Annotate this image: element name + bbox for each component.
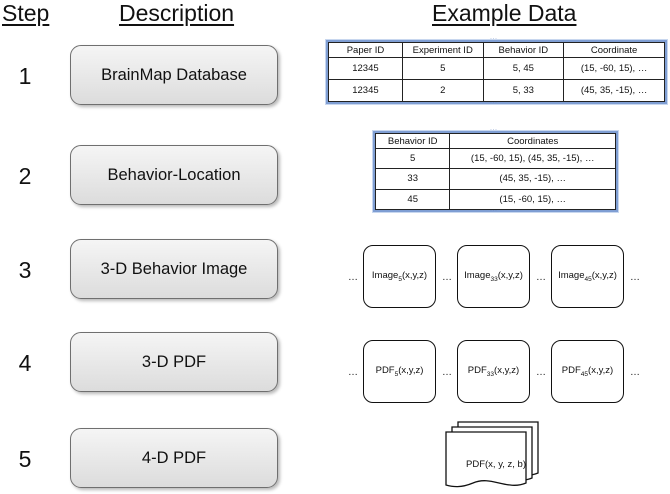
step-box-label: 3-D Behavior Image xyxy=(100,259,248,278)
table-cell: 12345 xyxy=(328,79,403,102)
image-label: Image45(x,y,z) xyxy=(558,270,617,283)
step-box-3d-pdf: 3-D PDF xyxy=(70,332,278,392)
example-data-header: Example Data xyxy=(432,0,577,26)
step-number-1: 1 xyxy=(18,63,32,89)
step-box-label: Behavior-Location xyxy=(107,165,241,184)
pdf-4d-label: PDF(x, y, z, b) xyxy=(466,459,526,470)
pdf-label: PDF33(x,y,z) xyxy=(467,365,520,378)
table-row: 33 (45, 35, -15), … xyxy=(374,168,616,190)
table-header-cell: Experiment ID xyxy=(401,42,484,58)
table-resize-handle: ··· xyxy=(490,208,498,214)
table-header-cell: Behavior ID xyxy=(482,42,565,58)
brainmap-table: Paper ID Experiment ID Behavior ID Coord… xyxy=(326,40,667,104)
table-header-row: Paper ID Experiment ID Behavior ID Coord… xyxy=(328,42,665,58)
pdf-label: PDF45(x,y,z) xyxy=(561,365,614,378)
image-label: Image33(x,y,z) xyxy=(464,270,523,283)
table-cell: 5, 33 xyxy=(482,79,565,102)
ellipsis: … xyxy=(630,272,640,283)
image-label: Image5(x,y,z) xyxy=(371,270,428,283)
step-number-4: 4 xyxy=(18,350,32,376)
table-header-cell: Behavior ID xyxy=(374,133,451,149)
step-number-5: 5 xyxy=(18,446,32,472)
table-cell: 2 xyxy=(401,79,484,102)
table-header-row: Behavior ID Coordinates xyxy=(374,133,616,149)
step-box-label: BrainMap Database xyxy=(101,65,247,84)
pdf-box-33: PDF33(x,y,z) xyxy=(457,340,530,403)
step-box-4d-pdf: 4-D PDF xyxy=(70,428,278,488)
ellipsis: … xyxy=(536,367,546,378)
table-cell: 5 xyxy=(401,57,484,80)
step-box-3d-behavior-image: 3-D Behavior Image xyxy=(70,239,278,299)
ellipsis: … xyxy=(348,367,358,378)
behavior-location-table: Behavior ID Coordinates 5 (15, -60, 15),… xyxy=(373,131,618,212)
table-cell: (45, 35, -15), … xyxy=(449,168,616,190)
pdf-box-5: PDF5(x,y,z) xyxy=(363,340,436,403)
table-cell: 5, 45 xyxy=(482,57,565,80)
table-row: 5 (15, -60, 15), (45, 35, -15), … xyxy=(374,147,616,170)
pdf-box-45: PDF45(x,y,z) xyxy=(551,340,624,403)
pdf-label: PDF5(x,y,z) xyxy=(375,365,424,378)
stacked-documents-icon xyxy=(445,421,539,488)
table-row: 45 (15, -60, 15), … xyxy=(374,188,616,211)
description-header: Description xyxy=(119,0,235,26)
table-header-cell: Coordinate xyxy=(563,42,665,58)
table-cell: (15, -60, 15), … xyxy=(449,188,616,211)
table-header-cell: Paper ID xyxy=(328,42,403,58)
image-box-33: Image33(x,y,z) xyxy=(457,245,530,308)
table-cell: (15, -60, 15), … xyxy=(563,57,665,80)
table-cell: 5 xyxy=(374,147,451,170)
table-cell: 33 xyxy=(374,168,451,190)
table-cell: 45 xyxy=(374,188,451,211)
table-cell: 12345 xyxy=(328,57,403,80)
table-row: 12345 5 5, 45 (15, -60, 15), … xyxy=(328,57,665,80)
step-box-behavior-location: Behavior-Location xyxy=(70,145,278,205)
step-box-label: 4-D PDF xyxy=(141,448,207,467)
image-box-45: Image45(x,y,z) xyxy=(551,245,624,308)
ellipsis: … xyxy=(348,272,358,283)
table-cell: (15, -60, 15), (45, 35, -15), … xyxy=(449,147,616,170)
ellipsis: … xyxy=(536,272,546,283)
step-number-2: 2 xyxy=(18,163,32,189)
table-resize-handle: ··· xyxy=(490,36,498,42)
image-box-5: Image5(x,y,z) xyxy=(363,245,436,308)
table-header-cell: Coordinates xyxy=(449,133,616,149)
step-number-3: 3 xyxy=(18,257,32,283)
table-resize-handle: ··· xyxy=(490,127,498,133)
step-header: Step xyxy=(2,0,50,26)
table-row: 12345 2 5, 33 (45, 35, -15), … xyxy=(328,79,665,102)
table-resize-handle: ··· xyxy=(490,100,498,106)
step-box-brainmap-database: BrainMap Database xyxy=(70,45,278,105)
ellipsis: … xyxy=(630,367,640,378)
table-cell: (45, 35, -15), … xyxy=(563,79,665,102)
step-box-label: 3-D PDF xyxy=(141,352,207,371)
ellipsis: … xyxy=(442,272,452,283)
ellipsis: … xyxy=(442,367,452,378)
